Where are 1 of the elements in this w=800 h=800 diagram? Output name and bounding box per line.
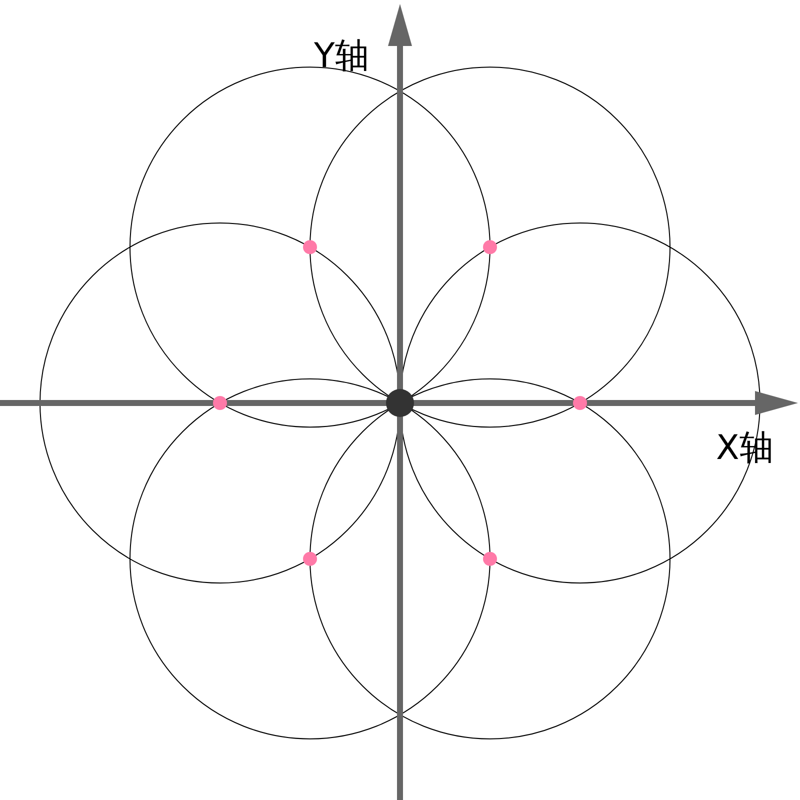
axis-label: Y轴 [314,36,369,76]
